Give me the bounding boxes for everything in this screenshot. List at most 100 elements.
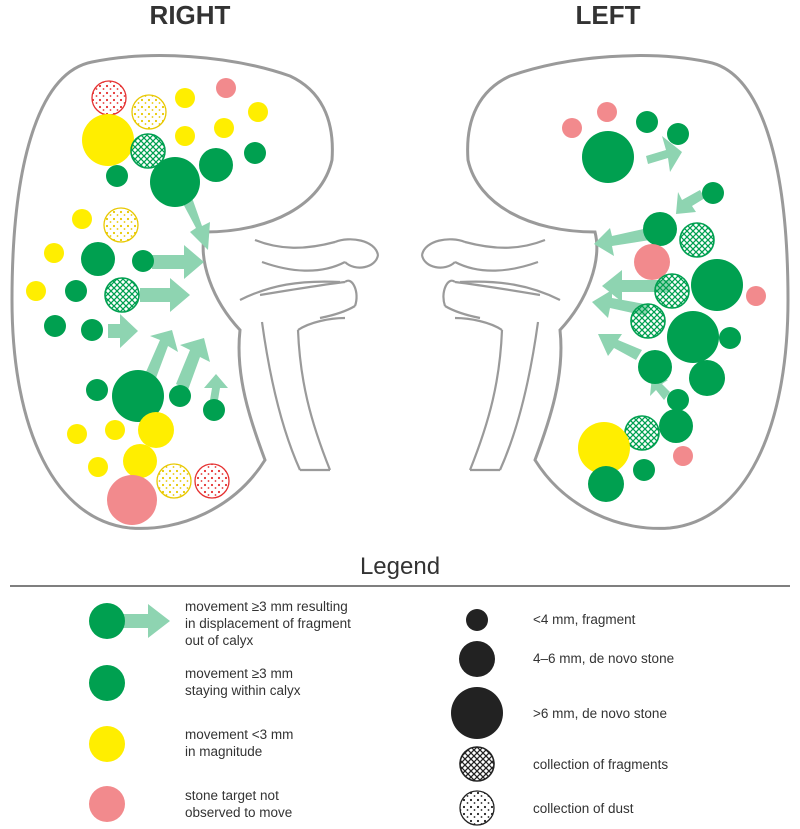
stone-pink [107, 475, 157, 525]
left-vessel-lower [442, 279, 541, 320]
stone-green [667, 123, 689, 145]
right-label: RIGHT [150, 0, 231, 30]
stone-green [81, 319, 103, 341]
stone-green [702, 182, 724, 204]
stone-yellow [72, 209, 92, 229]
left-ureter [454, 280, 561, 472]
right-ureter [239, 280, 346, 472]
left-label: LEFT [576, 0, 641, 30]
stone-green [667, 389, 689, 411]
displacement-arrow [598, 334, 642, 360]
stone-yellow [123, 444, 157, 478]
stone-yellow [214, 118, 234, 138]
legend-symbol-small-movement [89, 726, 125, 762]
legend-symbol-within-calyx [89, 665, 125, 701]
stone-yellow [175, 88, 195, 108]
right-vessel-upper [254, 238, 380, 272]
legend: Legend movement ≥3 mm resulting in displ… [10, 553, 790, 826]
stone-pink [634, 244, 670, 280]
stone-yellow [138, 412, 174, 448]
stone-pink [673, 446, 693, 466]
legend-item-displacement: movement ≥3 mm resulting in displacement… [185, 599, 351, 648]
legend-symbol-dust-collection [459, 790, 495, 826]
displacement-arrow [602, 270, 670, 302]
stone-dust-collection [131, 94, 167, 130]
left-kidney-outline [466, 54, 790, 530]
stone-fragment-collection [654, 273, 690, 309]
stone-dust-collection [91, 80, 127, 116]
stone-yellow [88, 457, 108, 477]
left-vessel-upper [420, 238, 546, 272]
stone-green [633, 459, 655, 481]
stone-dust-collection [103, 207, 139, 243]
stone-yellow [26, 281, 46, 301]
stone-green [659, 409, 693, 443]
legend-line: movement <3 mm [185, 727, 293, 742]
stone-green [582, 131, 634, 183]
stone-fragment-collection [624, 415, 660, 451]
legend-symbol-large-stone [451, 687, 503, 739]
right-kidney-outline [10, 54, 334, 530]
stone-green [719, 327, 741, 349]
displacement-arrow [646, 136, 682, 172]
stone-green [689, 360, 725, 396]
stone-green [106, 165, 128, 187]
stone-green [636, 111, 658, 133]
stone-green [643, 212, 677, 246]
stone-yellow [175, 126, 195, 146]
stone-green [86, 379, 108, 401]
legend-item-large-stone: >6 mm, de novo stone [533, 706, 667, 721]
stone-green [169, 385, 191, 407]
stone-fragment-collection [104, 277, 140, 313]
stone-pink [562, 118, 582, 138]
stone-pink [216, 78, 236, 98]
stone-green [81, 242, 115, 276]
right-stones [26, 78, 268, 525]
stone-yellow [248, 102, 268, 122]
stone-fragment-collection [630, 303, 666, 339]
legend-line: in magnitude [185, 744, 262, 759]
stone-yellow [82, 114, 134, 166]
stone-green [667, 311, 719, 363]
right-vessel-lower [259, 279, 358, 320]
stone-green [150, 157, 200, 207]
displacement-arrow [108, 314, 138, 348]
displacement-arrow [176, 338, 210, 390]
legend-line: movement ≥3 mm [185, 666, 293, 681]
legend-line: staying within calyx [185, 683, 301, 698]
stone-fragment-collection [130, 133, 166, 169]
stone-green [244, 142, 266, 164]
stone-yellow [578, 422, 630, 474]
displacement-arrow [152, 245, 204, 279]
legend-line: in displacement of fragment [185, 616, 351, 631]
legend-line: stone target not [185, 788, 279, 803]
left-stones [562, 102, 766, 502]
legend-symbol-not-moving [89, 786, 125, 822]
stone-pink [746, 286, 766, 306]
stone-green [588, 466, 624, 502]
legend-item-not-moving: stone target not observed to move [185, 788, 292, 820]
legend-title: Legend [360, 553, 440, 580]
displacement-arrow [204, 374, 228, 400]
stone-green [44, 315, 66, 337]
displacement-arrow [676, 190, 705, 214]
stone-yellow [105, 420, 125, 440]
stone-dust-collection [156, 463, 192, 499]
legend-line: observed to move [185, 805, 292, 820]
stone-green [65, 280, 87, 302]
stone-yellow [44, 243, 64, 263]
right-arrows [108, 192, 228, 400]
legend-line: movement ≥3 mm resulting [185, 599, 348, 614]
legend-symbol-displacement [89, 603, 170, 639]
displacement-arrow-symbol [112, 604, 170, 638]
stone-yellow [67, 424, 87, 444]
legend-item-dust-collection: collection of dust [533, 801, 634, 816]
right-kidney [10, 54, 380, 530]
legend-item-small-fragment: <4 mm, fragment [533, 612, 636, 627]
displacement-arrow [180, 192, 210, 250]
legend-symbol-fragment-collection [459, 746, 495, 782]
legend-symbol-small-fragment [466, 609, 488, 631]
displacement-arrow [140, 278, 190, 312]
legend-item-small-movement: movement <3 mm in magnitude [185, 727, 293, 759]
